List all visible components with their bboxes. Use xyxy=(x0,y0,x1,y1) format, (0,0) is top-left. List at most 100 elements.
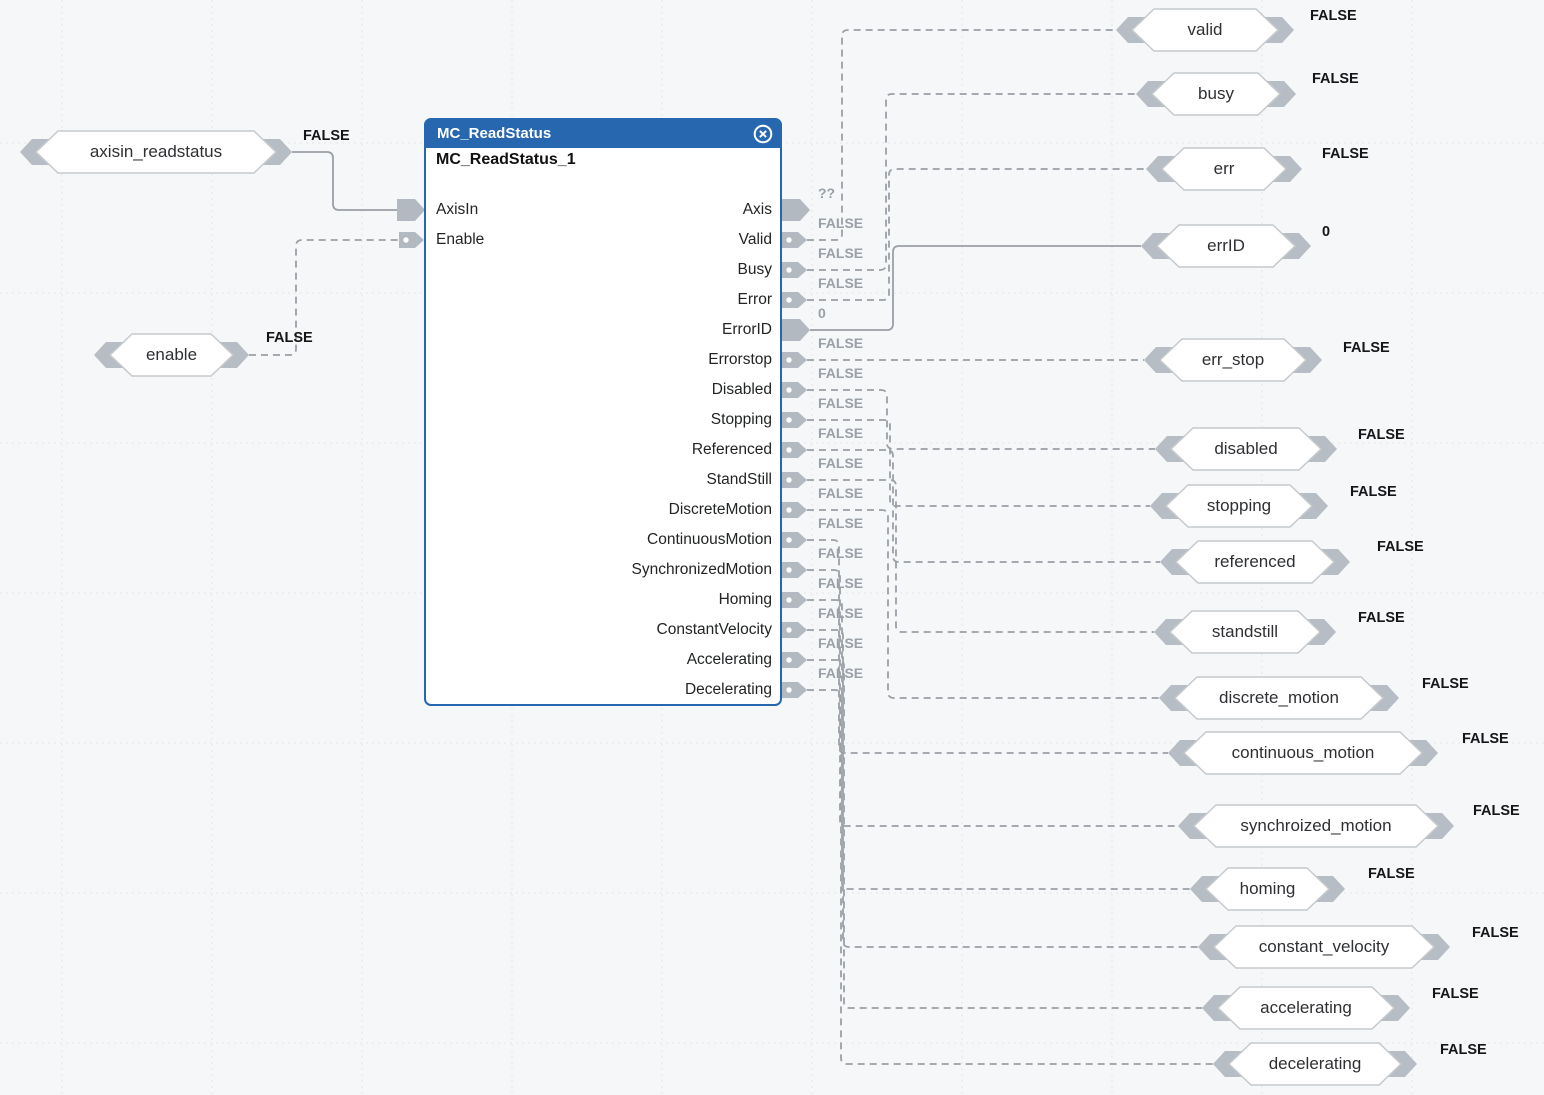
tag-body[interactable] xyxy=(1160,147,1288,191)
tag-body[interactable] xyxy=(1227,1042,1403,1086)
tag-body[interactable] xyxy=(1204,867,1331,911)
tag-body[interactable] xyxy=(1130,8,1280,52)
pin-output-stopping[interactable] xyxy=(782,412,807,428)
tag-body[interactable] xyxy=(1216,986,1396,1030)
tag-body[interactable] xyxy=(34,130,278,174)
pin-output-disabled[interactable] xyxy=(782,382,807,398)
output-label-constantvelocity: ConstantVelocity xyxy=(656,621,772,638)
output-label-referenced: Referenced xyxy=(691,441,772,458)
tag-body[interactable] xyxy=(1169,427,1323,471)
tag-discrete-motion-value: FALSE xyxy=(1422,676,1469,692)
pin-output-error[interactable] xyxy=(782,292,807,308)
tag-decelerating[interactable]: decelerating xyxy=(1213,1042,1417,1086)
wire-valid[interactable] xyxy=(807,29,1116,241)
tag-standstill[interactable]: standstill xyxy=(1154,610,1336,654)
output-label-errorid: ErrorID xyxy=(722,321,772,338)
function-block-mc-readstatus[interactable]: MC_ReadStatus xyxy=(424,118,782,706)
pin-value-decelerating: FALSE xyxy=(818,665,864,681)
pin-output-referenced[interactable] xyxy=(782,442,807,458)
tag-errid[interactable]: errID xyxy=(1141,224,1311,268)
block-header[interactable]: MC_ReadStatus xyxy=(426,120,780,148)
wire-discrete-motion[interactable] xyxy=(807,509,1159,699)
output-label-errorstop: Errorstop xyxy=(708,351,772,368)
wire-accelerating[interactable] xyxy=(807,659,1202,1009)
tag-enable[interactable]: enable xyxy=(94,333,249,377)
tag-body[interactable] xyxy=(1173,676,1385,720)
wire-decelerating[interactable] xyxy=(807,689,1213,1065)
output-label-continuousmotion: ContinuousMotion xyxy=(647,531,772,548)
tag-body[interactable] xyxy=(1168,610,1322,654)
tag-synchroized-motion[interactable]: synchroized_motion xyxy=(1178,804,1454,848)
wire-errid[interactable] xyxy=(810,245,1141,331)
pin-output-valid[interactable] xyxy=(782,232,807,248)
pin-value-homing: FALSE xyxy=(818,575,864,591)
wire-axisin-readstatus-to-axisin[interactable] xyxy=(292,151,397,211)
pin-output-standstill[interactable] xyxy=(782,472,807,488)
wire-busy[interactable] xyxy=(807,93,1136,271)
tag-standstill-value: FALSE xyxy=(1358,610,1405,626)
wire-enable-to-enable[interactable] xyxy=(249,239,399,356)
pin-output-synchronizedmotion[interactable] xyxy=(782,562,807,578)
output-label-axis: Axis xyxy=(742,201,772,218)
wire-stopping[interactable] xyxy=(807,419,1150,507)
pin-output-errorid[interactable] xyxy=(782,319,810,341)
tag-continuous-motion[interactable]: continuous_motion xyxy=(1168,731,1438,775)
tag-disabled-value: FALSE xyxy=(1358,427,1405,443)
tag-label: stopping xyxy=(1206,496,1272,515)
close-icon[interactable] xyxy=(753,124,773,144)
tag-busy[interactable]: busy xyxy=(1136,72,1296,116)
wire-err[interactable] xyxy=(807,168,1146,301)
tag-body[interactable] xyxy=(1164,484,1314,528)
tag-stopping[interactable]: stopping xyxy=(1150,484,1328,528)
tag-body[interactable] xyxy=(1150,72,1282,116)
tag-axisin-readstatus[interactable]: axisin_readstatus xyxy=(20,130,292,174)
pin-value-standstill: FALSE xyxy=(818,455,864,471)
wire-synchroized-motion[interactable] xyxy=(807,569,1178,827)
tag-err-stop-value: FALSE xyxy=(1343,340,1390,356)
tag-valid[interactable]: valid xyxy=(1116,8,1294,52)
tag-homing-value: FALSE xyxy=(1368,866,1415,882)
tag-enable-value: FALSE xyxy=(266,330,313,346)
pin-output-errorstop[interactable] xyxy=(782,352,807,368)
wire-homing[interactable] xyxy=(807,599,1190,890)
tag-accelerating[interactable]: accelerating xyxy=(1202,986,1410,1030)
tag-err[interactable]: err xyxy=(1146,147,1302,191)
tag-body[interactable] xyxy=(1155,224,1297,268)
pin-output-axis[interactable] xyxy=(782,199,810,221)
tag-referenced[interactable]: referenced xyxy=(1160,540,1350,584)
tag-valid-value: FALSE xyxy=(1310,8,1357,24)
pin-output-accelerating[interactable] xyxy=(782,652,807,668)
input-label-axisin: AxisIn xyxy=(436,201,479,218)
pin-output-homing[interactable] xyxy=(782,592,807,608)
tag-body[interactable] xyxy=(108,333,235,377)
wire-standstill[interactable] xyxy=(807,479,1154,633)
pin-output-busy[interactable] xyxy=(782,262,807,278)
tag-body[interactable] xyxy=(1158,338,1308,382)
tag-homing[interactable]: homing xyxy=(1190,867,1345,911)
wire-constant-velocity[interactable] xyxy=(807,629,1198,948)
tag-synchroized-motion-value: FALSE xyxy=(1473,803,1520,819)
pin-value-referenced: FALSE xyxy=(818,425,864,441)
pin-output-decelerating[interactable] xyxy=(782,682,807,698)
tag-discrete-motion[interactable]: discrete_motion xyxy=(1159,676,1399,720)
tag-err-stop[interactable]: err_stop xyxy=(1144,338,1322,382)
tag-body[interactable] xyxy=(1192,804,1440,848)
pin-value-disabled: FALSE xyxy=(818,365,864,381)
pin-output-constantvelocity[interactable] xyxy=(782,622,807,638)
tag-body[interactable] xyxy=(1182,731,1424,775)
pin-output-discretemotion[interactable] xyxy=(782,502,807,518)
pin-value-discretemotion: FALSE xyxy=(818,485,864,501)
pin-value-errorid: 0 xyxy=(818,305,826,321)
pin-output-continuousmotion[interactable] xyxy=(782,532,807,548)
input-label-enable: Enable xyxy=(436,231,485,248)
pin-value-constantvelocity: FALSE xyxy=(818,605,864,621)
pin-input-enable[interactable] xyxy=(399,232,424,248)
pin-input-axisin[interactable] xyxy=(397,199,425,221)
tag-body[interactable] xyxy=(1212,925,1436,969)
tag-constant-velocity[interactable]: constant_velocity xyxy=(1198,925,1450,969)
output-label-discretemotion: DiscreteMotion xyxy=(668,501,772,518)
tag-disabled[interactable]: disabled xyxy=(1155,427,1337,471)
tag-body[interactable] xyxy=(1174,540,1336,584)
